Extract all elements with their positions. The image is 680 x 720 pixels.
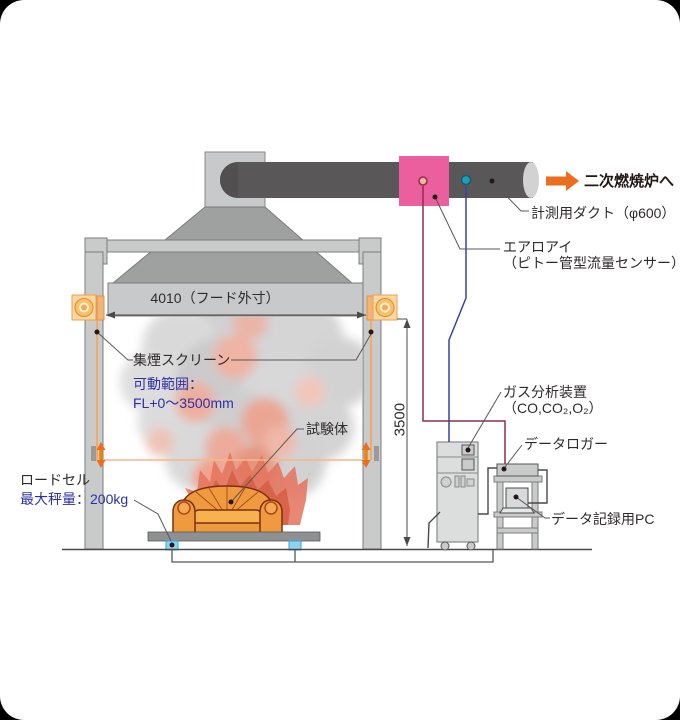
label-movable-range: 可動範囲： (133, 376, 203, 392)
cable-analyzer-to-logger (478, 467, 497, 515)
label-duct: 計測用ダクト（φ600） (531, 205, 676, 221)
cable-logger-to-pc (528, 469, 548, 504)
gas-sample-line (448, 186, 467, 442)
leader-dots (94, 178, 519, 548)
load-cell-cable (171, 550, 494, 563)
analyzer-knob (440, 476, 452, 488)
label-specimen: 試験体 (306, 421, 348, 437)
leader-screen-left (96, 331, 133, 361)
leader-specimen (230, 428, 304, 503)
duct-elbow-shade (220, 162, 238, 198)
screen-edge-left (91, 446, 96, 461)
leader-pc (515, 496, 550, 519)
hood-band (107, 282, 364, 317)
leader-lines (96, 180, 550, 542)
duct-pipe (220, 162, 533, 198)
pulley-right (372, 294, 398, 321)
label-gas-analyzer-sub: （CO,CO₂,O₂） (503, 400, 603, 416)
label-aero-eye: エアロアイ (503, 239, 573, 255)
analyzer-wheel (466, 541, 476, 551)
frame-top-beam (84, 239, 382, 253)
leader-logger (504, 444, 523, 468)
label-aero-eye-sub: （ピトー管型流量センサー） (503, 255, 680, 271)
pulley-left (71, 294, 97, 321)
leader-gas-analyzer (467, 391, 502, 449)
pitot-tap-point (418, 176, 428, 186)
exhaust-duct (220, 156, 539, 206)
laptop-pc (499, 487, 535, 514)
signal-cables (427, 467, 548, 549)
label-hood-dimension: 4010（フード外寸） (150, 290, 280, 306)
weighing-platform (147, 531, 321, 551)
sofa-specimen (172, 485, 283, 540)
duct-end-cap (523, 162, 539, 198)
label-data-pc: データ記録用PC (551, 511, 655, 527)
gas-tap-point (460, 174, 472, 186)
cable-analyzer-to-floor (427, 511, 441, 549)
label-load-cell: ロードセル (20, 472, 90, 488)
leader-loadcell (133, 499, 172, 542)
leader-duct (491, 180, 529, 212)
leader-aero-eye (434, 196, 500, 250)
analyzer-wheel (440, 541, 450, 551)
label-load-cell-max: 最大秤量：200kg (20, 491, 129, 507)
gas-analyzer (436, 441, 479, 551)
screen-edge-right (374, 446, 379, 461)
load-cell-right (288, 540, 302, 551)
furnace-direction-arrow (546, 171, 579, 191)
dimension-4010 (106, 311, 366, 319)
support-frame (84, 237, 382, 550)
pitot-signal-line (422, 186, 506, 464)
rail-mount-left (96, 295, 105, 321)
screen-travel-arrows (96, 442, 371, 468)
label-gas-analyzer: ガス分析装置 (503, 384, 587, 400)
dimension-3500 (397, 318, 411, 546)
label-height-dimension: 3500 (391, 402, 409, 437)
screen-mechanism (71, 294, 398, 460)
label-to-furnace: 二次燃焼炉へ (584, 173, 675, 190)
label-smoke-screen: 集煙スクリーン (133, 352, 231, 368)
label-movable-range-value: FL+0〜3500mm (133, 395, 234, 411)
leader-screen-right (231, 333, 372, 361)
label-data-logger: データロガー (524, 436, 608, 452)
